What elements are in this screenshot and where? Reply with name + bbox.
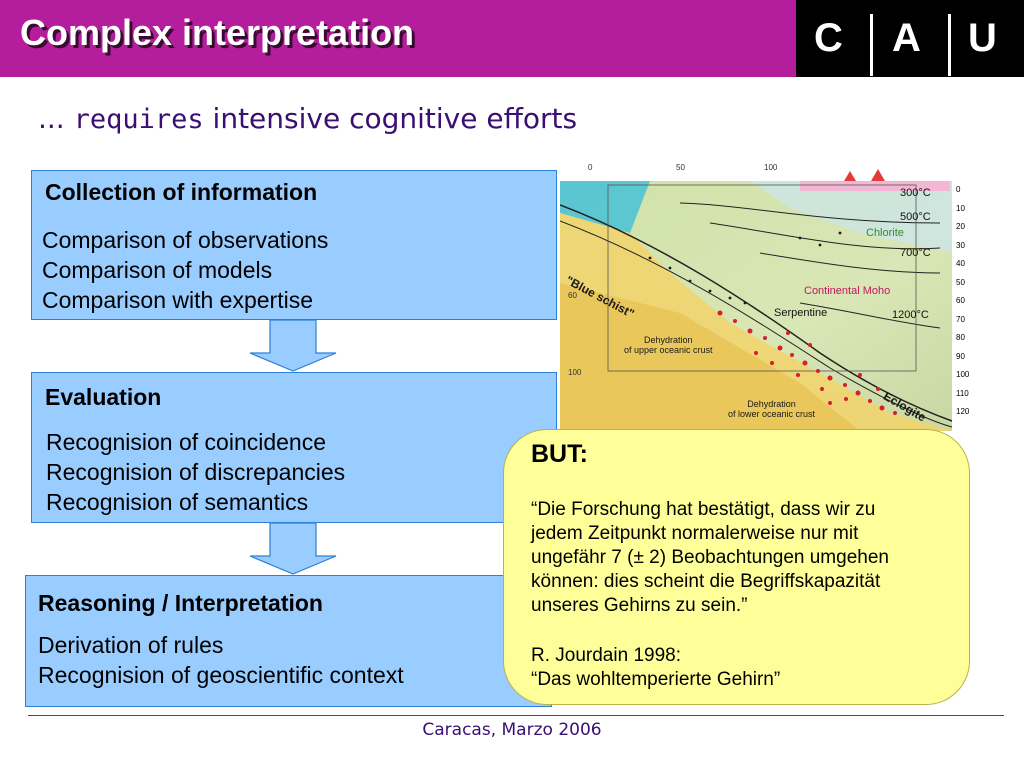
isotherm-line — [679, 202, 941, 224]
isotherm-line — [759, 252, 941, 274]
seismic-dots — [648, 231, 842, 305]
evaluation-line: Recognision of semantics — [46, 489, 309, 515]
slab-boundary-line — [560, 220, 953, 428]
isotherm-label: 300°C — [900, 187, 931, 199]
depth-tick: 120 — [956, 407, 970, 416]
serpentine-label: Serpentine — [774, 307, 828, 319]
subtitle-rest: intensive cognitive efforts — [203, 102, 578, 135]
quote-line: jedem Zeitpunkt normalerweise nur mit — [531, 523, 859, 544]
evaluation-line: Recognision of discrepancies — [46, 459, 346, 485]
logo-divider — [948, 14, 951, 76]
quote-line: können: dies scheint die Begriffskapazit… — [531, 571, 881, 592]
collection-line: Comparison of observations — [42, 227, 329, 253]
reference-line: R. Jourdain 1998: — [531, 645, 681, 666]
hypocenter-dots — [717, 310, 897, 415]
subduction-cross-section: 0 50 100 0 10 20 30 40 50 60 70 80 90 10… — [560, 163, 970, 431]
ocean-layer — [560, 181, 650, 233]
lower-slab-layer — [560, 283, 860, 431]
slide-subtitle: ... requires intensive cognitive efforts — [38, 102, 577, 135]
evaluation-heading: Evaluation — [45, 384, 162, 410]
depth-tick: 90 — [956, 351, 965, 361]
footer-divider — [28, 715, 1004, 716]
upper-plate-layer — [750, 181, 952, 253]
continental-moho-label: Continental Moho — [804, 285, 891, 297]
quote-line: ungefähr 7 (± 2) Beobachtungen umgehen — [531, 547, 889, 568]
reasoning-line: Derivation of rules — [38, 632, 224, 658]
chlorite-label: Chlorite — [866, 227, 904, 239]
title-bar: Complex interpretation — [0, 0, 796, 77]
reasoning-heading: Reasoning / Interpretation — [38, 590, 323, 616]
reference-line: “Das wohltemperierte Gehirn” — [531, 669, 781, 690]
callout-reference: R. Jourdain 1998: “Das wohltemperierte G… — [531, 644, 780, 692]
collection-box: Collection of information Comparison of … — [31, 170, 557, 320]
logo-divider — [870, 14, 873, 76]
logo-letter-u: U — [968, 16, 997, 60]
depth-tick: 80 — [956, 333, 965, 342]
isotherm-label: 700°C — [900, 247, 931, 259]
surface-band — [800, 181, 950, 191]
depth-tick: 70 — [956, 314, 965, 324]
evaluation-line: Recognision of coincidence — [46, 429, 327, 455]
top-tick: 100 — [764, 163, 778, 172]
subtitle-emphasis: requires — [73, 104, 204, 135]
subtitle-prefix: ... — [38, 102, 74, 135]
slide-title: Complex interpretation — [20, 12, 415, 53]
reasoning-line: Recognision of geoscientific context — [38, 662, 404, 688]
cau-logo: C A U — [796, 0, 1024, 77]
volcano-icon — [871, 169, 885, 181]
collection-line: Comparison with expertise — [42, 287, 314, 313]
isotherm-line — [709, 222, 941, 250]
down-arrow-icon — [250, 522, 337, 575]
depth-axis-labels: 0 10 20 30 40 50 60 70 80 90 100 110 120 — [956, 181, 969, 422]
left-tick: 60 — [568, 291, 577, 300]
collection-line: Comparison of models — [42, 257, 273, 283]
depth-axis-strip — [955, 181, 970, 431]
isotherm-label: 1200°C — [892, 309, 929, 321]
evaluation-box: Evaluation Recognision of coincidence Re… — [31, 372, 557, 523]
top-tick: 0 — [588, 163, 593, 172]
plot-frame — [607, 184, 917, 372]
left-tick: 100 — [568, 368, 582, 377]
callout-quote: “Die Forschung hat bestätigt, dass wir z… — [531, 498, 971, 618]
depth-tick: 0 — [956, 185, 961, 194]
reasoning-box: Reasoning / Interpretation Derivation of… — [25, 575, 552, 707]
depth-tick: 20 — [956, 222, 965, 231]
logo-letter-c: C — [814, 16, 843, 60]
isotherm-label: 500°C — [900, 211, 931, 223]
depth-tick: 50 — [956, 277, 965, 287]
depth-tick: 40 — [956, 259, 965, 268]
slide-footer: Caracas, Marzo 2006 — [422, 720, 602, 740]
depth-tick: 30 — [956, 240, 965, 250]
top-tick: 50 — [676, 163, 685, 172]
depth-tick: 60 — [956, 296, 965, 305]
volcano-icon — [844, 171, 856, 181]
cross-section-svg — [560, 163, 970, 431]
dehydration-lower-label: Dehydration of lower oceanic crust — [728, 399, 816, 419]
dehydration-upper-label: Dehydration of upper oceanic crust — [624, 335, 713, 355]
depth-tick: 10 — [956, 203, 965, 213]
collection-heading: Collection of information — [45, 179, 318, 205]
isotherm-line — [799, 302, 941, 329]
logo-letter-a: A — [892, 16, 921, 60]
depth-tick: 100 — [956, 370, 970, 379]
quote-line: “Die Forschung hat bestätigt, dass wir z… — [531, 499, 876, 520]
depth-tick: 110 — [956, 388, 969, 398]
callout-heading: BUT: — [531, 440, 588, 468]
quote-line: unseres Gehirns zu sein.” — [531, 595, 748, 616]
slab-boundary-line — [560, 204, 953, 422]
down-arrow-icon — [250, 319, 337, 372]
but-callout: BUT: “Die Forschung hat bestätigt, dass … — [503, 429, 970, 705]
